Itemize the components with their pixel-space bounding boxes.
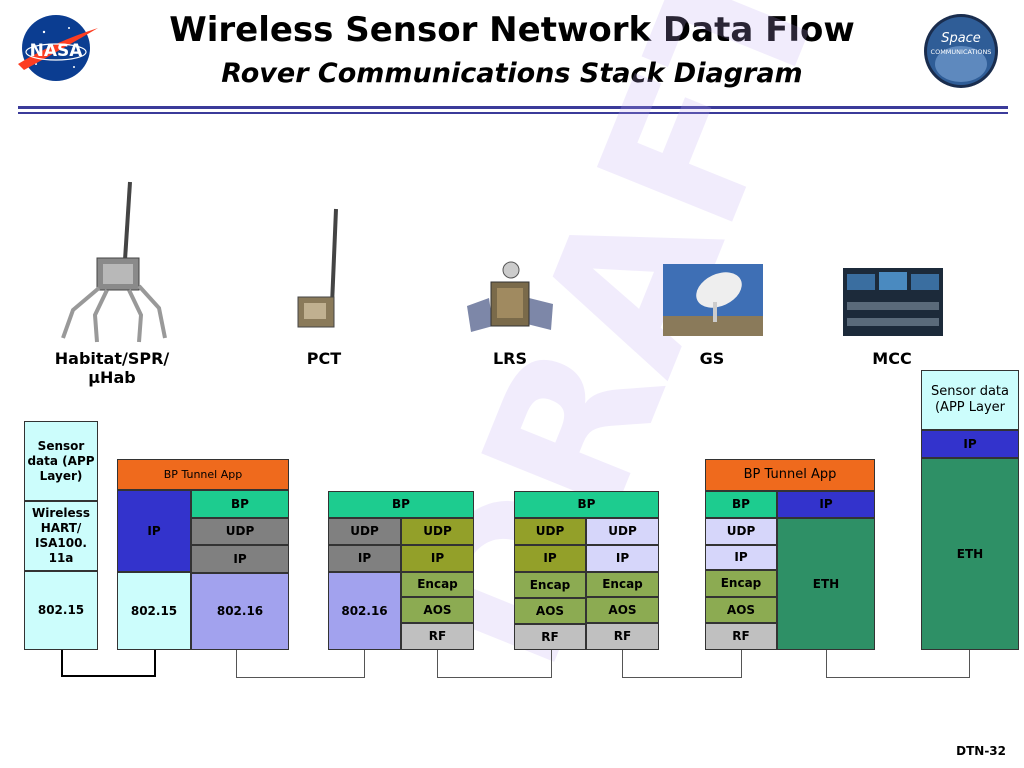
gs-image: [663, 264, 763, 336]
node-label-gs: GS: [699, 349, 725, 368]
sensor-app-layer: Sensor data (APP Layer): [24, 421, 98, 501]
lrs-rf1-layer: RF: [514, 624, 586, 650]
pct-encap-layer: Encap: [401, 572, 474, 597]
lrs-encap1-layer: Encap: [514, 572, 586, 598]
lrs-aos1-layer: AOS: [514, 598, 586, 624]
node-label-habitat: Habitat/SPR/μHab: [54, 349, 170, 387]
gs-ip-layer: IP: [705, 545, 777, 570]
mcc-app-layer: Sensor data (APP Layer: [921, 370, 1019, 430]
pct-image: [290, 205, 350, 335]
hab-ip-layer: IP: [117, 490, 191, 572]
lrs-image: [465, 260, 557, 332]
gs-bp-tunnel-app: BP Tunnel App: [705, 459, 875, 491]
gs-ip-top-layer: IP: [777, 491, 875, 518]
gs-rf-layer: RF: [705, 623, 777, 650]
header-rule-bottom: [18, 112, 1008, 114]
pct-ip1-layer: IP: [328, 545, 401, 572]
sensor-wireless-layer: Wireless HART/ ISA100. 11a: [24, 501, 98, 571]
pct-udp1-layer: UDP: [328, 518, 401, 545]
page-title: Wireless Sensor Network Data Flow: [169, 10, 855, 50]
hab-udp-layer: UDP: [191, 518, 289, 545]
node-label-pct: PCT: [306, 349, 342, 368]
lrs-bp-layer: BP: [514, 491, 659, 518]
space-communications-logo: Space COMMUNICATIONS: [922, 12, 1000, 90]
lrs-ip1-layer: IP: [514, 545, 586, 572]
lrs-encap2-layer: Encap: [586, 572, 659, 597]
sensor-phy-layer: 802.15: [24, 571, 98, 650]
pct-ip2-layer: IP: [401, 545, 474, 572]
hab-bp-layer: BP: [191, 490, 289, 518]
header-rule-top: [18, 106, 1008, 109]
lrs-ip2-layer: IP: [586, 545, 659, 572]
hab-phy1-layer: 802.15: [117, 572, 191, 650]
lrs-rf2-layer: RF: [586, 623, 659, 650]
pct-udp2-layer: UDP: [401, 518, 474, 545]
node-label-lrs: LRS: [492, 349, 528, 368]
gs-bp-layer: BP: [705, 491, 777, 518]
pct-phy-layer: 802.16: [328, 572, 401, 650]
pct-bp-layer: BP: [328, 491, 474, 518]
mcc-eth-layer: ETH: [921, 458, 1019, 650]
space-logo-text: Space: [941, 31, 981, 46]
gs-encap-layer: Encap: [705, 570, 777, 597]
hab-phy2-layer: 802.16: [191, 573, 289, 650]
gs-eth-layer: ETH: [777, 518, 875, 650]
lrs-udp2-layer: UDP: [586, 518, 659, 545]
nasa-logo-text: NASA: [30, 41, 84, 61]
nasa-logo: NASA: [14, 12, 100, 84]
mcc-image: [843, 268, 943, 336]
hab-ip2-layer: IP: [191, 545, 289, 573]
page-subtitle: Rover Communications Stack Diagram: [221, 58, 803, 89]
pct-rf-layer: RF: [401, 623, 474, 650]
gs-aos-layer: AOS: [705, 597, 777, 623]
hab-bp-tunnel-app: BP Tunnel App: [117, 459, 289, 490]
gs-udp-layer: UDP: [705, 518, 777, 545]
lrs-aos2-layer: AOS: [586, 597, 659, 623]
node-label-mcc: MCC: [872, 349, 912, 368]
mcc-ip-layer: IP: [921, 430, 1019, 458]
habitat-image: [55, 180, 170, 345]
lrs-udp1-layer: UDP: [514, 518, 586, 545]
slide-number: DTN-32: [956, 744, 1006, 758]
pct-aos-layer: AOS: [401, 597, 474, 623]
space-logo-subtext: COMMUNICATIONS: [931, 48, 992, 56]
